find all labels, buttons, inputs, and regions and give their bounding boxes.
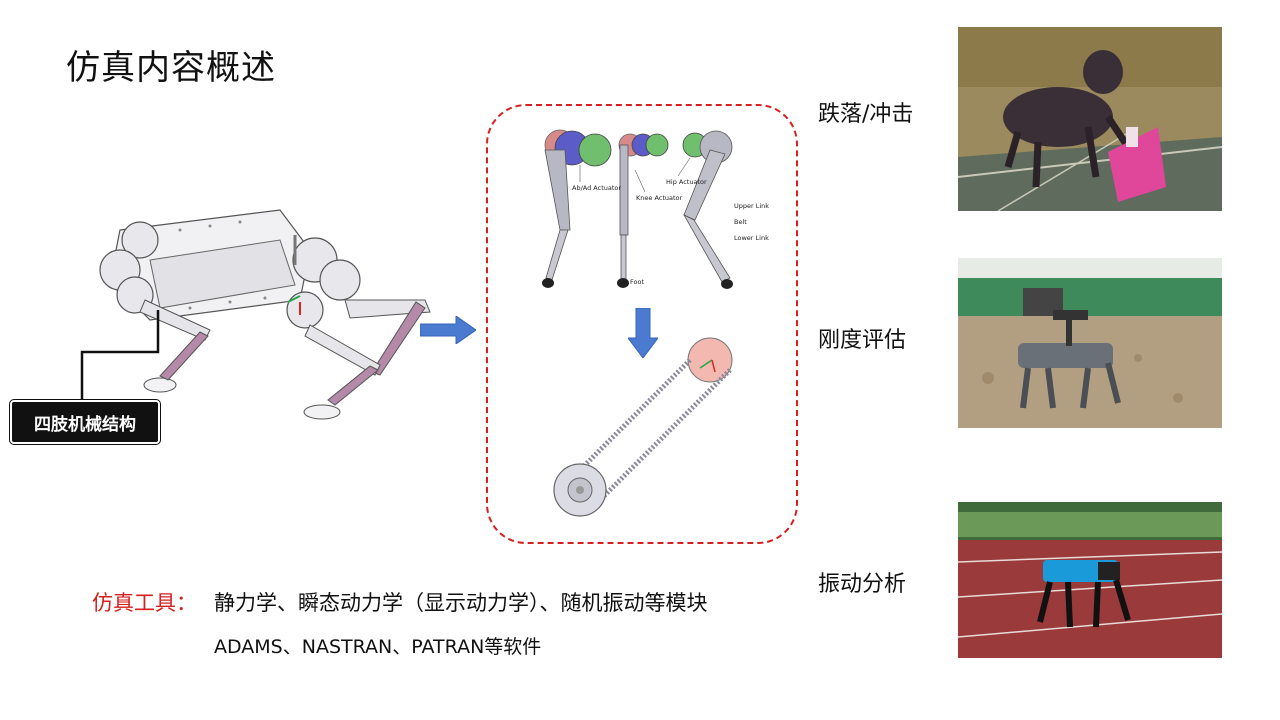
arrow-right-icon xyxy=(420,316,476,344)
leg-detail-panel xyxy=(486,104,798,544)
foot-label: Foot xyxy=(630,278,644,286)
quadruped-robot-drawing xyxy=(99,209,431,420)
hip-actuator-label: Hip Actuator xyxy=(666,178,707,186)
tools-software-text: ADAMS、NASTRAN、PATRAN等软件 xyxy=(214,636,542,658)
caption-fall-impact: 跌落/冲击 xyxy=(818,102,914,127)
leg-actuator-diagram: Ab/Ad Actuator Knee Actuator Hip Actuato… xyxy=(542,129,769,289)
arrow-down-icon xyxy=(628,308,658,358)
robot-structure-label: 四肢机械结构 xyxy=(10,400,160,444)
belt-label: Belt xyxy=(734,218,747,226)
photo-stiffness xyxy=(958,258,1222,428)
photo-fall-impact xyxy=(958,27,1222,211)
lower-link-label: Lower Link xyxy=(734,234,769,242)
abad-actuator-label: Ab/Ad Actuator xyxy=(572,184,621,192)
photo-vibration xyxy=(958,502,1222,658)
tools-label: 仿真工具： xyxy=(92,591,197,615)
tools-modules-text: 静力学、瞬态动力学（显示动力学）、随机振动等模块 xyxy=(214,591,708,615)
caption-stiffness: 刚度评估 xyxy=(818,328,907,353)
label-connector-line xyxy=(80,310,160,402)
upper-link-label: Upper Link xyxy=(734,202,769,210)
knee-actuator-label: Knee Actuator xyxy=(636,194,683,202)
caption-vibration: 振动分析 xyxy=(818,572,907,597)
page-title: 仿真内容概述 xyxy=(66,48,276,88)
belt-link-diagram xyxy=(553,337,733,517)
